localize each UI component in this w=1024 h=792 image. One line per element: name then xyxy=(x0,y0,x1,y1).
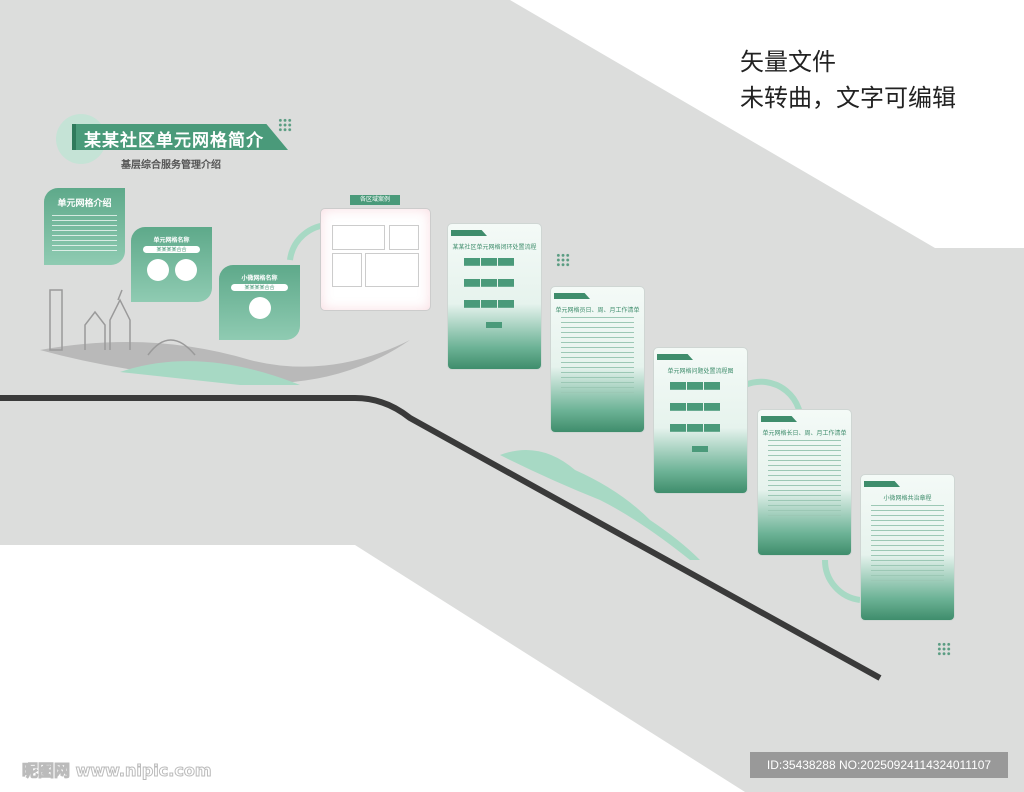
flowchart xyxy=(458,254,531,332)
stair-handrail xyxy=(0,395,882,681)
poster-title: 某某社区单元网格闭环处置流程 xyxy=(452,244,537,251)
poster-tag xyxy=(864,481,900,487)
photo-slot xyxy=(332,225,385,250)
card-unit-grid: 单元网格名称 某某某某合合 xyxy=(131,227,212,302)
case-board xyxy=(320,208,431,311)
page-subtitle: 基层综合服务管理介绍 xyxy=(121,160,221,171)
green-wave-bottom xyxy=(120,361,300,385)
photo-slot xyxy=(365,253,419,287)
title-banner xyxy=(72,124,288,150)
note-line-2: 未转曲，文字可编辑 xyxy=(740,84,956,112)
photo-slot xyxy=(332,253,362,287)
card-badge: 某某某某合合 xyxy=(231,284,288,291)
card-title: 单元网格介绍 xyxy=(57,199,112,209)
poster-problem-flowchart: 单元网格问题处置流程图 xyxy=(653,347,748,494)
case-tag: 各区域案例 xyxy=(350,195,400,205)
card-title: 单元网格名称 xyxy=(153,237,190,244)
photo-placeholder xyxy=(174,259,197,281)
poster-micro-grid-charter: 小微网格共治章程 xyxy=(860,474,955,621)
poster-tag xyxy=(657,354,693,360)
dots-decor xyxy=(278,118,292,132)
checklist-table xyxy=(768,440,841,518)
city-skyline-icon xyxy=(49,289,196,356)
card-micro-grid: 小微网格名称 某某某某合合 xyxy=(219,265,300,340)
poster-tag xyxy=(554,293,590,299)
checklist-table xyxy=(561,317,634,395)
note-line-1: 矢量文件 xyxy=(740,48,836,76)
dots-decor xyxy=(556,253,570,267)
green-hill xyxy=(500,450,700,560)
green-wave-left xyxy=(40,340,410,384)
poster-closed-loop-process: 某某社区单元网格闭环处置流程 xyxy=(447,223,542,370)
photo-slot xyxy=(389,225,419,250)
poster-grid-leader-checklist: 单元网格长日、周、月工作清单 xyxy=(757,409,852,556)
poster-title: 小微网格共治章程 xyxy=(883,495,932,502)
poster-title: 单元网格员日、周、月工作清单 xyxy=(555,307,640,314)
page-title: 某某社区单元网格简介 xyxy=(84,131,264,151)
watermark-id: ID:35438288 NO:20250924114324011107 xyxy=(750,752,1008,778)
photo-placeholder xyxy=(248,297,271,319)
charter-text xyxy=(871,505,944,583)
card-text xyxy=(52,215,117,255)
poster-tag xyxy=(761,416,797,422)
photo-placeholder xyxy=(146,259,169,281)
watermark-site: 昵图网 www.nipic.com xyxy=(22,761,212,781)
poster-grid-worker-checklist: 单元网格员日、周、月工作清单 xyxy=(550,286,645,433)
poster-title: 单元网格长日、周、月工作清单 xyxy=(762,430,847,437)
card-title: 小微网格名称 xyxy=(241,275,278,282)
poster-title: 单元网格问题处置流程图 xyxy=(667,368,734,375)
poster-tag xyxy=(451,230,487,236)
card-badge: 某某某某合合 xyxy=(143,246,200,253)
dots-decor xyxy=(937,642,951,656)
flowchart xyxy=(664,378,737,456)
card-grid-intro: 单元网格介绍 xyxy=(44,188,125,265)
